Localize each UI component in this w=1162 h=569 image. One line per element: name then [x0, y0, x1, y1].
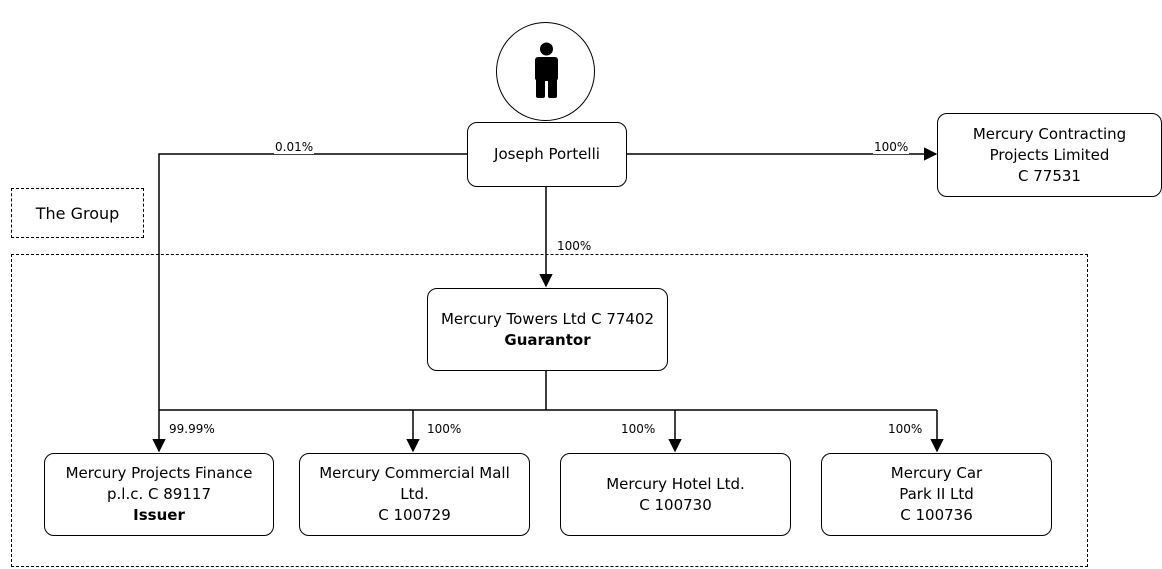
- entity-towers[interactable]: Mercury Towers Ltd C 77402 Guarantor: [427, 288, 668, 371]
- person-icon: [535, 42, 558, 98]
- pct-towers-mall: 100%: [426, 422, 463, 436]
- entity-name: Mercury Commercial Mall: [319, 464, 510, 482]
- pct-owner-contracting: 100%: [873, 140, 910, 154]
- entity-hotel[interactable]: Mercury Hotel Ltd. C 100730: [560, 453, 791, 536]
- entity-mall[interactable]: Mercury Commercial Mall Ltd. C 100729: [299, 453, 530, 536]
- entity-contracting[interactable]: Mercury Contracting Projects Limited C 7…: [937, 113, 1162, 197]
- entity-name: Mercury Projects Finance: [65, 464, 253, 482]
- owner-box[interactable]: Joseph Portelli: [467, 122, 627, 187]
- entity-name: Mercury Car: [890, 464, 983, 482]
- entity-name: Ltd.: [400, 485, 429, 503]
- entity-carpark[interactable]: Mercury Car Park II Ltd C 100736: [821, 453, 1052, 536]
- entity-name: Park II Ltd: [899, 485, 974, 503]
- owner-name: Joseph Portelli: [494, 145, 600, 163]
- pct-towers-finance: 99.99%: [168, 422, 216, 436]
- entity-role: Guarantor: [504, 330, 591, 349]
- owner-avatar: [496, 22, 595, 121]
- entity-name: Mercury Hotel Ltd.: [606, 474, 745, 493]
- group-label: The Group: [11, 188, 144, 238]
- company-number: C 100729: [378, 506, 451, 524]
- group-label-text: The Group: [35, 203, 120, 223]
- entity-name: Mercury Towers Ltd C 77402: [440, 309, 655, 328]
- entity-name: Projects Limited: [989, 145, 1110, 164]
- edge-owner-finance: [152, 153, 467, 453]
- pct-towers-carpark: 100%: [887, 422, 924, 436]
- pct-owner-finance: 0.01%: [274, 140, 315, 154]
- group-boundary: [11, 254, 1088, 567]
- pct-owner-towers: 100%: [556, 239, 593, 253]
- entity-role: Issuer: [133, 506, 185, 524]
- entity-name: Mercury Contracting: [972, 124, 1127, 143]
- company-number: C 100730: [639, 495, 712, 514]
- pct-towers-hotel: 100%: [620, 422, 657, 436]
- entity-name: p.l.c. C 89117: [107, 485, 211, 503]
- entity-finance[interactable]: Mercury Projects Finance p.l.c. C 89117 …: [44, 453, 274, 536]
- edge-towers-bus: [159, 371, 937, 411]
- company-number: C 100736: [900, 506, 973, 524]
- company-number: C 77531: [1018, 166, 1081, 185]
